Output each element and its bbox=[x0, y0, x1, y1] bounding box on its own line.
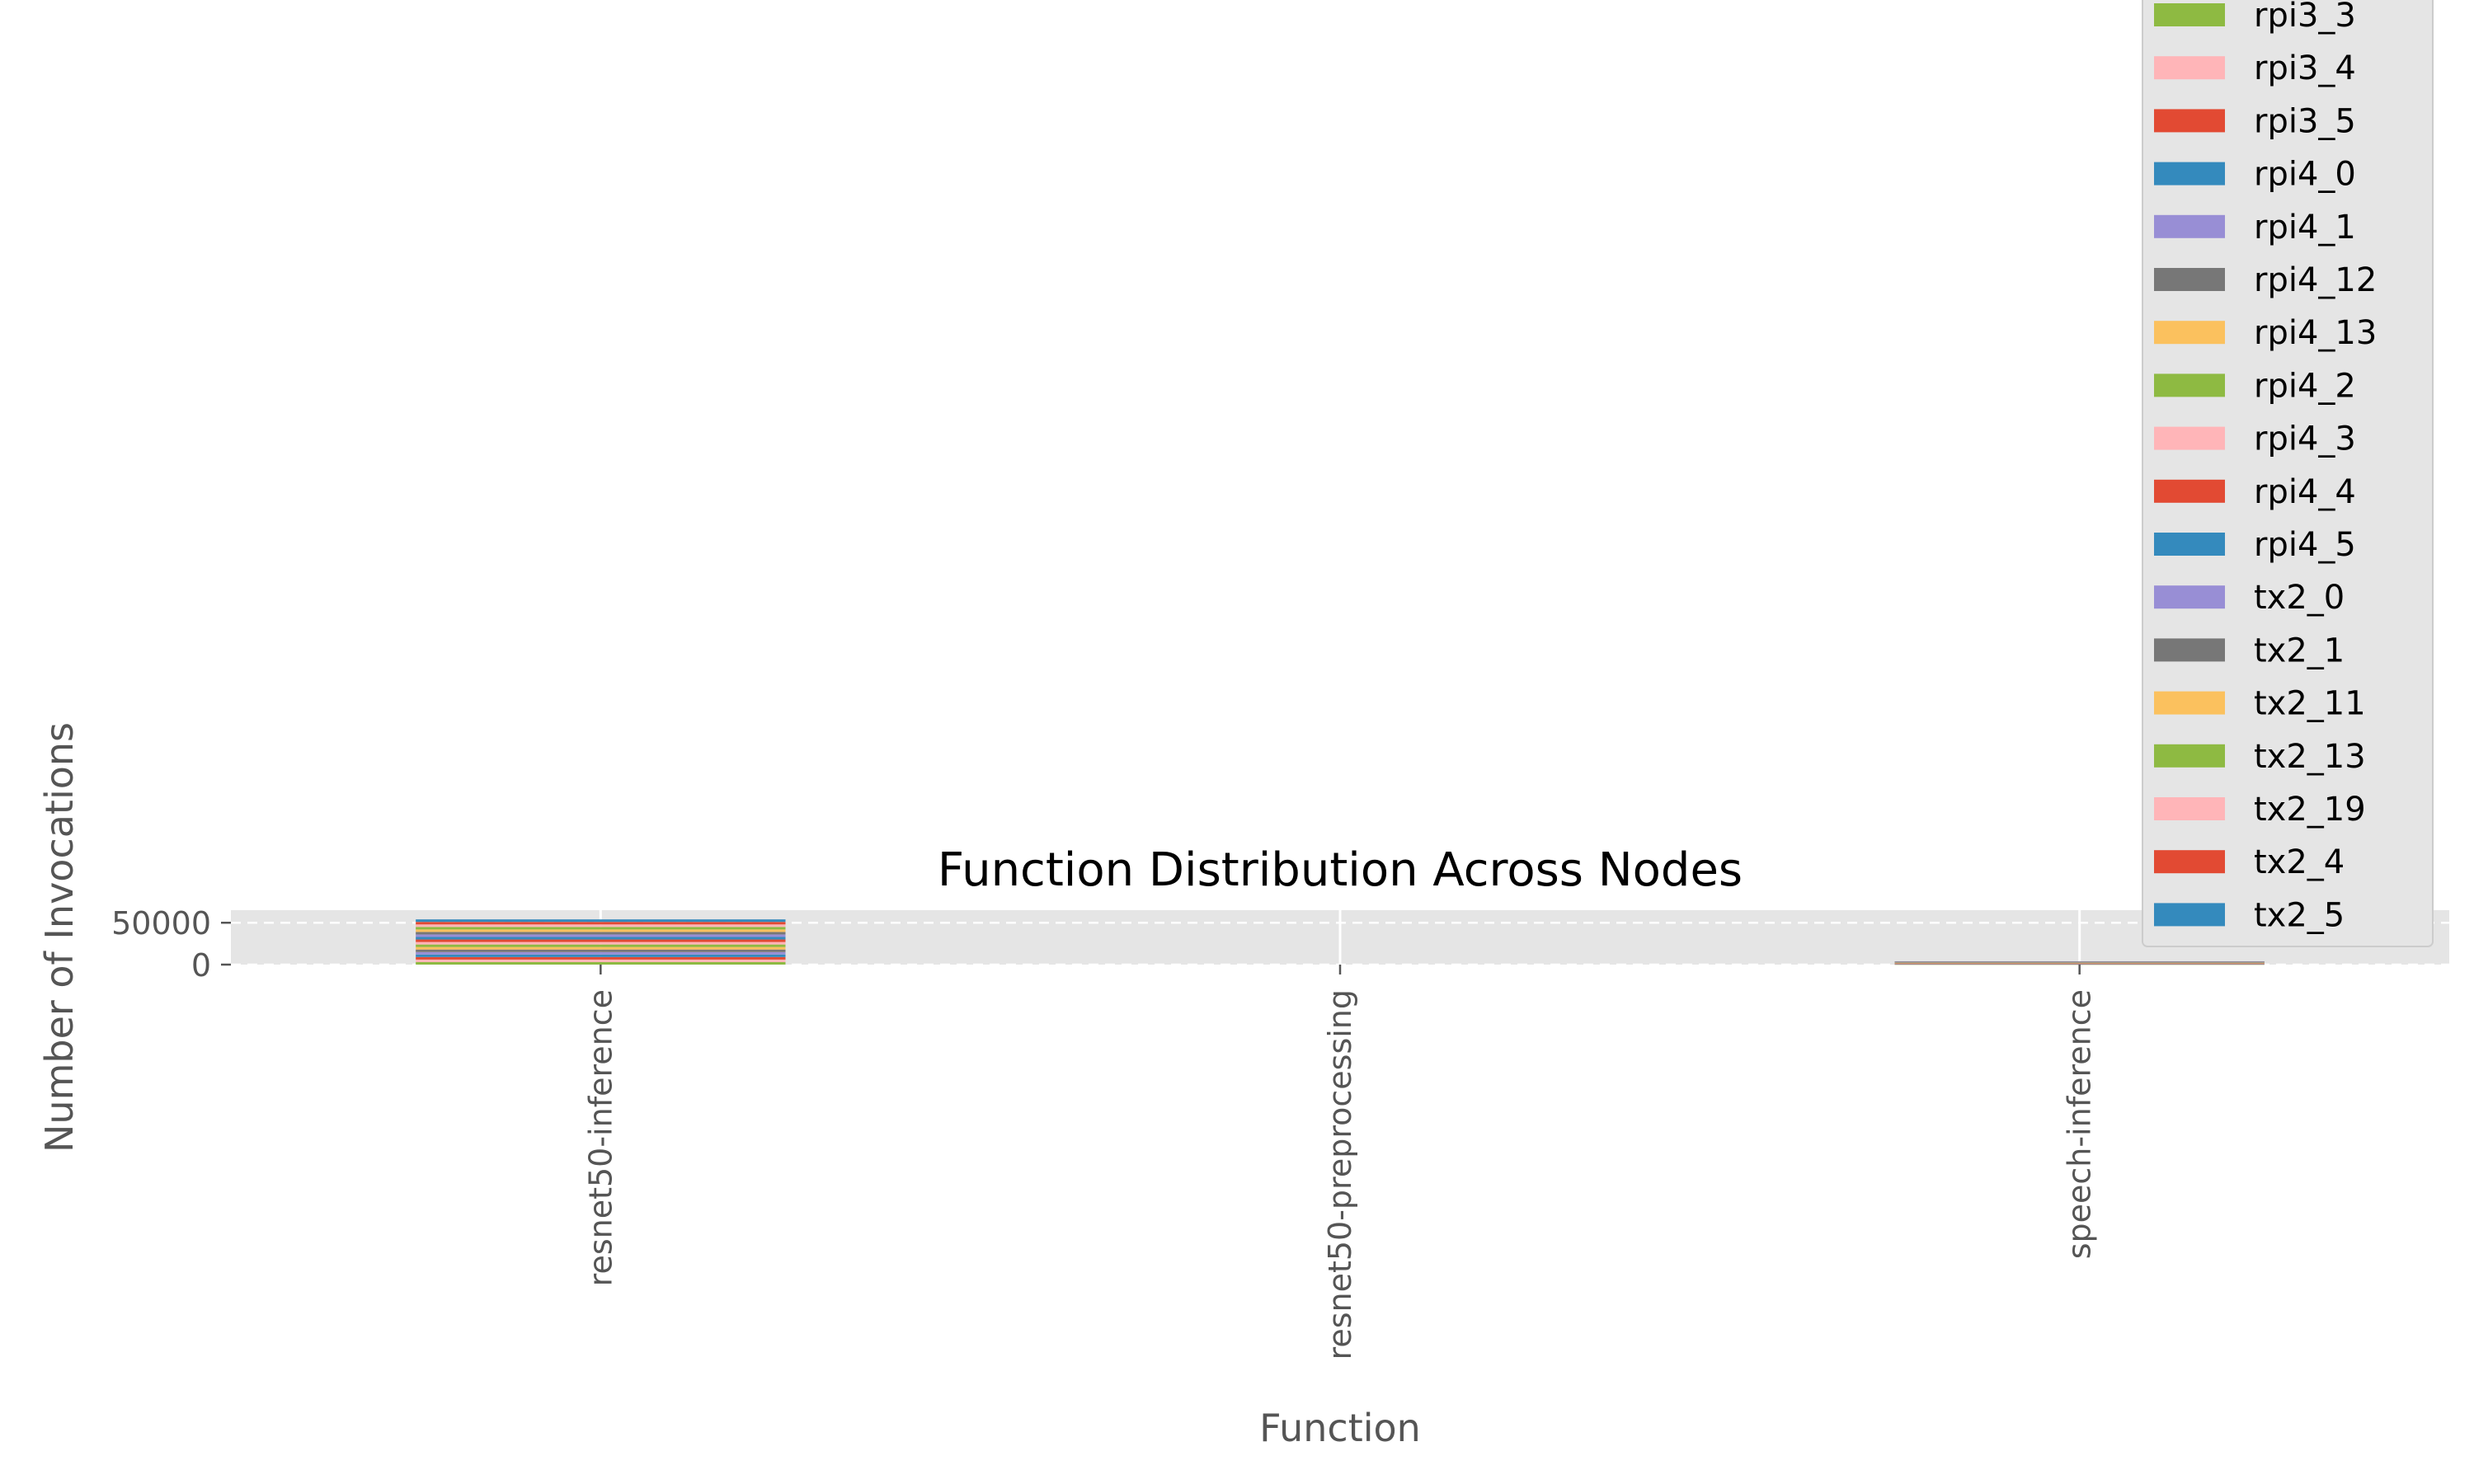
legend-swatch bbox=[2154, 162, 2225, 186]
legend-swatch bbox=[2154, 533, 2225, 556]
bar-segment bbox=[416, 959, 786, 962]
legend-label: rpi4_5 bbox=[2254, 526, 2356, 564]
chart-title: Function Distribution Across Nodes bbox=[938, 843, 1743, 897]
legend-swatch bbox=[2154, 797, 2225, 820]
legend-label: rpi4_4 bbox=[2254, 473, 2356, 511]
legend-label: tx2_0 bbox=[2254, 579, 2345, 617]
x-axis-ticks: resnet50-inference resnet50-preprocessing… bbox=[582, 965, 2098, 1360]
legend-swatch bbox=[2154, 426, 2225, 450]
legend-swatch bbox=[2154, 321, 2225, 345]
bar-segment bbox=[416, 944, 786, 947]
bar-segment bbox=[416, 946, 786, 950]
legend-swatch bbox=[2154, 744, 2225, 768]
bar-segment bbox=[416, 919, 786, 923]
y-axis-label: Number of Invocations bbox=[37, 722, 82, 1153]
bar-segment bbox=[416, 951, 786, 955]
bar-segment bbox=[416, 954, 786, 957]
legend-swatch bbox=[2154, 585, 2225, 609]
legend-label: tx2_13 bbox=[2254, 738, 2366, 776]
legend-swatch bbox=[2154, 691, 2225, 715]
bar-segment bbox=[416, 934, 786, 937]
legend-label: rpi4_2 bbox=[2254, 367, 2356, 405]
legend-label: tx2_11 bbox=[2254, 685, 2366, 723]
legend-swatch bbox=[2154, 268, 2225, 291]
bar-segment bbox=[416, 924, 786, 928]
legend-label: tx2_5 bbox=[2254, 896, 2345, 934]
bar-segment bbox=[416, 949, 786, 952]
bar-segment bbox=[416, 937, 786, 940]
legend-swatch bbox=[2154, 373, 2225, 397]
legend-label: rpi4_13 bbox=[2254, 314, 2377, 352]
x-tick-label: resnet50-inference bbox=[582, 989, 618, 1286]
x-tick-label: resnet50-preprocessing bbox=[1322, 989, 1358, 1360]
legend-label: rpi4_12 bbox=[2254, 261, 2377, 299]
legend-label: rpi3_5 bbox=[2254, 102, 2356, 140]
legend: rpi3_3 rpi3_4 rpi3_5 rpi4_0 rpi4_1 rpi4_12rpi… bbox=[2154, 0, 2377, 934]
x-tick-label: speech-inference bbox=[2062, 989, 2098, 1259]
legend-label: rpi3_4 bbox=[2254, 49, 2356, 87]
x-axis-label: Function bbox=[1259, 1406, 1421, 1450]
legend-label: rpi4_0 bbox=[2254, 156, 2356, 194]
legend-label: rpi4_3 bbox=[2254, 420, 2356, 458]
bar-segment bbox=[416, 922, 786, 925]
legend-label: tx2_19 bbox=[2254, 791, 2366, 829]
legend-label: rpi4_1 bbox=[2254, 209, 2356, 247]
legend-swatch bbox=[2154, 109, 2225, 133]
legend-label: rpi3_3 bbox=[2254, 0, 2356, 35]
y-axis-ticks: 0 50000 bbox=[111, 905, 231, 984]
legend-swatch bbox=[2154, 214, 2225, 238]
legend-swatch bbox=[2154, 903, 2225, 927]
bar-segment bbox=[416, 956, 786, 960]
legend-swatch bbox=[2154, 56, 2225, 80]
legend-label: tx2_1 bbox=[2254, 632, 2345, 669]
bar-segment bbox=[416, 961, 786, 965]
bars bbox=[416, 919, 2265, 965]
bar-segment bbox=[1894, 960, 2265, 962]
legend-label: tx2_4 bbox=[2254, 843, 2345, 881]
y-tick-label: 0 bbox=[191, 947, 211, 984]
bar-segment bbox=[416, 932, 786, 935]
bar-segment bbox=[416, 939, 786, 942]
y-tick-label: 50000 bbox=[111, 905, 211, 942]
legend-swatch bbox=[2154, 3, 2225, 26]
bar-segment bbox=[416, 942, 786, 945]
bar-segment bbox=[416, 927, 786, 930]
legend-swatch bbox=[2154, 638, 2225, 662]
legend-swatch bbox=[2154, 479, 2225, 503]
bar-segment bbox=[416, 929, 786, 932]
legend-swatch bbox=[2154, 850, 2225, 874]
